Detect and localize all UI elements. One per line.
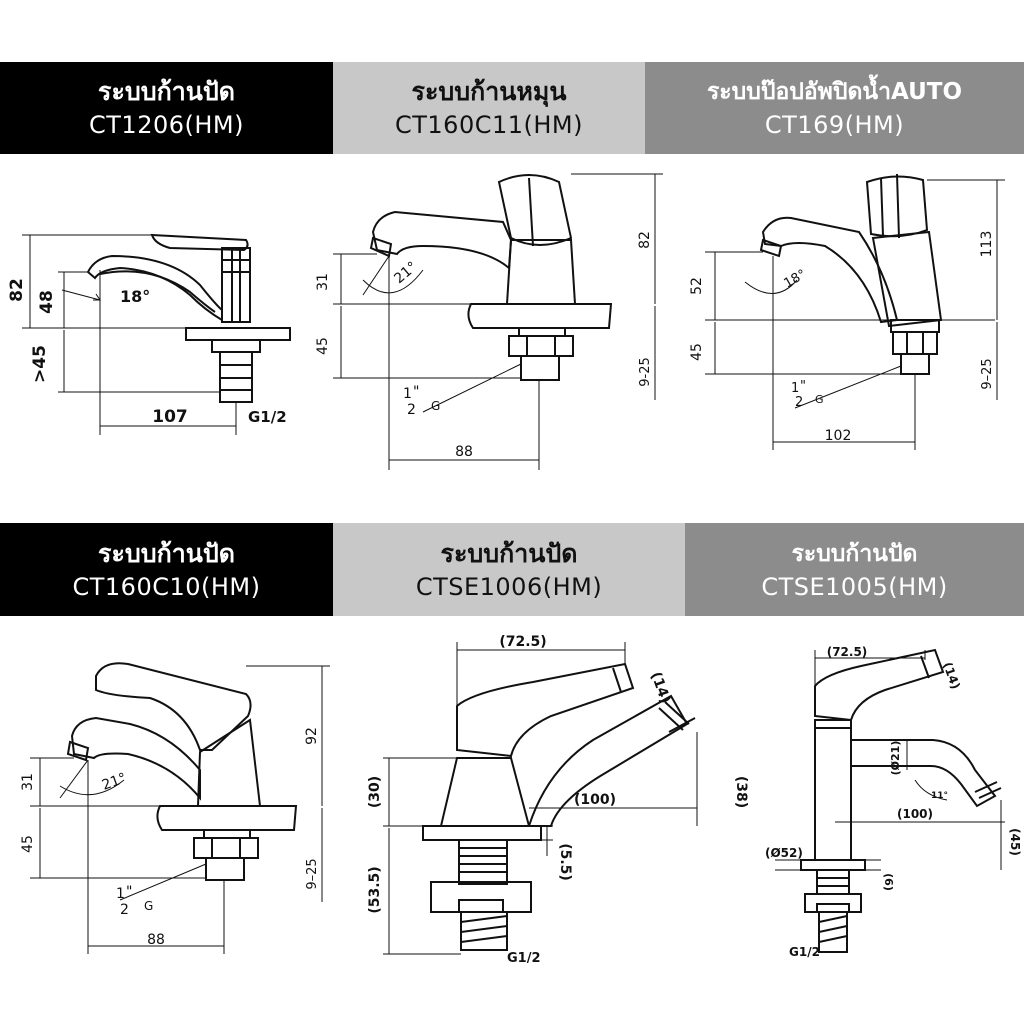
dim-angle: 11° bbox=[931, 791, 948, 801]
dim-counter-thickness: 9–25 bbox=[980, 358, 995, 389]
dim-shank-length: (53.5) bbox=[367, 866, 383, 913]
faucet-valve-body bbox=[221, 247, 251, 323]
dim-thread: G1/2 bbox=[248, 408, 287, 426]
dim-lever-length: (72.5) bbox=[827, 645, 868, 659]
dim-below-deck: >45 bbox=[30, 345, 50, 383]
drawing-ctse1006: (72.5) (14) (30) (100) (38) (5.5) (53.5)… bbox=[367, 634, 749, 966]
faucet-lever bbox=[814, 648, 945, 722]
dim-spout-height: 31 bbox=[315, 273, 331, 291]
drawing-ct169: 113 52 18° 45 9–25 1 " 2 G 102 bbox=[689, 173, 1005, 450]
dim-lever-width: (14) bbox=[647, 670, 673, 706]
system-title: ระบบก้านปัด bbox=[98, 538, 235, 568]
dim-height: 113 bbox=[979, 231, 995, 258]
dim-thread-whole: 1 bbox=[791, 381, 799, 396]
drawing-ct160c10: 92 31 21° 45 9–25 1 " 2 G 88 bbox=[20, 662, 330, 954]
drawing-ct160c11: 82 31 21° 45 9-25 1 " 2 G 88 bbox=[315, 173, 663, 470]
dim-counter-thickness: 9-25 bbox=[638, 357, 653, 387]
faucet-body bbox=[505, 239, 577, 305]
dim-spout-height: (45) bbox=[1008, 828, 1022, 856]
dim-spout-height: 48 bbox=[37, 290, 57, 314]
faucet-body bbox=[439, 757, 531, 827]
dim-spout-height: 52 bbox=[689, 277, 705, 295]
dim-angle: 18° bbox=[120, 287, 150, 306]
dim-reach: (100) bbox=[574, 792, 616, 808]
faucet-spout bbox=[850, 739, 997, 808]
dim-spout-height: (38) bbox=[733, 776, 749, 808]
drawing-ct1206: 82 48 18° >45 107 G1/2 bbox=[7, 233, 291, 435]
dim-pipe-diameter: (Ø21) bbox=[889, 741, 902, 776]
faucet-deck bbox=[800, 859, 866, 871]
dim-thread-frac: 2 bbox=[407, 402, 416, 418]
dim-angle: 21° bbox=[391, 259, 420, 287]
faucet-spout bbox=[527, 694, 689, 827]
dim-below-deck: 45 bbox=[315, 337, 331, 355]
dim-thread: G1/2 bbox=[507, 951, 541, 966]
dim-reach: 88 bbox=[455, 444, 473, 460]
dim-counter-thickness: 9–25 bbox=[305, 858, 320, 889]
dim-angle: 21° bbox=[100, 770, 129, 794]
dim-reach: 88 bbox=[147, 932, 165, 948]
system-title: ระบบก้านปัด bbox=[791, 540, 918, 567]
dim-reach: 102 bbox=[825, 428, 852, 444]
faucet-body bbox=[196, 718, 262, 807]
dim-base-diameter: (Ø52) bbox=[765, 846, 803, 860]
faucet-lever bbox=[95, 662, 252, 751]
dim-thread: G1/2 bbox=[789, 945, 820, 959]
dim-body-height: (30) bbox=[367, 776, 383, 808]
faucet-body bbox=[814, 719, 852, 861]
faucet-spout bbox=[761, 216, 899, 324]
dim-lever-width: (14) bbox=[940, 660, 963, 691]
dim-height: 82 bbox=[7, 278, 27, 302]
faucet-deck bbox=[467, 303, 613, 329]
dim-reach: (100) bbox=[897, 807, 933, 821]
dim-thread-g: G bbox=[431, 399, 440, 413]
faucet-deck bbox=[185, 327, 291, 341]
dim-lever-length: (72.5) bbox=[499, 634, 546, 650]
drawing-ctse1005: (72.5) (14) (Ø21) 11° (100) (45) (Ø52) (… bbox=[765, 645, 1022, 959]
model-number: CTSE1006(HM) bbox=[415, 572, 603, 601]
dim-spout-height: 31 bbox=[20, 773, 36, 791]
header-ct160c10: ระบบก้านปัด CT160C10(HM) bbox=[0, 523, 333, 616]
model-number: CT160C10(HM) bbox=[72, 572, 261, 601]
header-ct1206: ระบบก้านปัด CT1206(HM) bbox=[0, 62, 333, 154]
dim-height: 82 bbox=[637, 231, 653, 249]
faucet-spout bbox=[86, 254, 223, 322]
header-ctse1006: ระบบก้านปัด CTSE1006(HM) bbox=[333, 523, 685, 616]
dim-thread-frac: 2 bbox=[795, 395, 803, 410]
model-number: CT160C11(HM) bbox=[394, 111, 583, 139]
dim-thread-whole: 1 bbox=[403, 386, 412, 402]
system-title: ระบบก้านปัด bbox=[440, 538, 578, 568]
dim-washer: (5.5) bbox=[557, 843, 573, 881]
dim-thread-g: G bbox=[815, 393, 824, 406]
faucet-lever bbox=[150, 233, 249, 252]
dim-below-deck: 45 bbox=[689, 343, 705, 361]
dim-reach: 107 bbox=[152, 407, 188, 427]
faucet-lever bbox=[456, 662, 635, 758]
header-ct169: ระบบป๊อปอัพปิดน้ำAUTO CT169(HM) bbox=[645, 62, 1024, 154]
dim-angle: 18° bbox=[782, 267, 809, 292]
model-number: CT1206(HM) bbox=[89, 111, 244, 139]
dim-thread-g: G bbox=[144, 899, 153, 913]
dim-thread-frac: 2 bbox=[120, 902, 129, 918]
system-title: ระบบก้านปัด bbox=[98, 77, 235, 106]
model-number: CT169(HM) bbox=[764, 111, 905, 139]
model-number: CTSE1005(HM) bbox=[761, 572, 948, 601]
dim-thread-inch: " bbox=[413, 384, 419, 400]
faucet-spout bbox=[70, 716, 201, 801]
dim-below-deck: 45 bbox=[20, 835, 36, 853]
dim-thread-whole: 1 bbox=[116, 886, 125, 902]
dim-plate-thickness: (6) bbox=[882, 873, 895, 891]
dim-thread-inch: " bbox=[126, 884, 132, 900]
faucet-deck bbox=[156, 805, 298, 831]
header-ctse1005: ระบบก้านปัด CTSE1005(HM) bbox=[685, 523, 1024, 616]
system-title: ระบบป๊อปอัพปิดน้ำAUTO bbox=[706, 79, 963, 105]
dim-thread-inch: " bbox=[800, 379, 806, 394]
header-ct160c11: ระบบก้านหมุน CT160C11(HM) bbox=[333, 62, 645, 154]
faucet-deck bbox=[422, 825, 542, 841]
faucet-spout bbox=[371, 210, 513, 271]
dim-height: 92 bbox=[304, 727, 320, 745]
faucet-handle bbox=[497, 174, 573, 246]
system-title: ระบบก้านหมุน bbox=[411, 77, 567, 106]
